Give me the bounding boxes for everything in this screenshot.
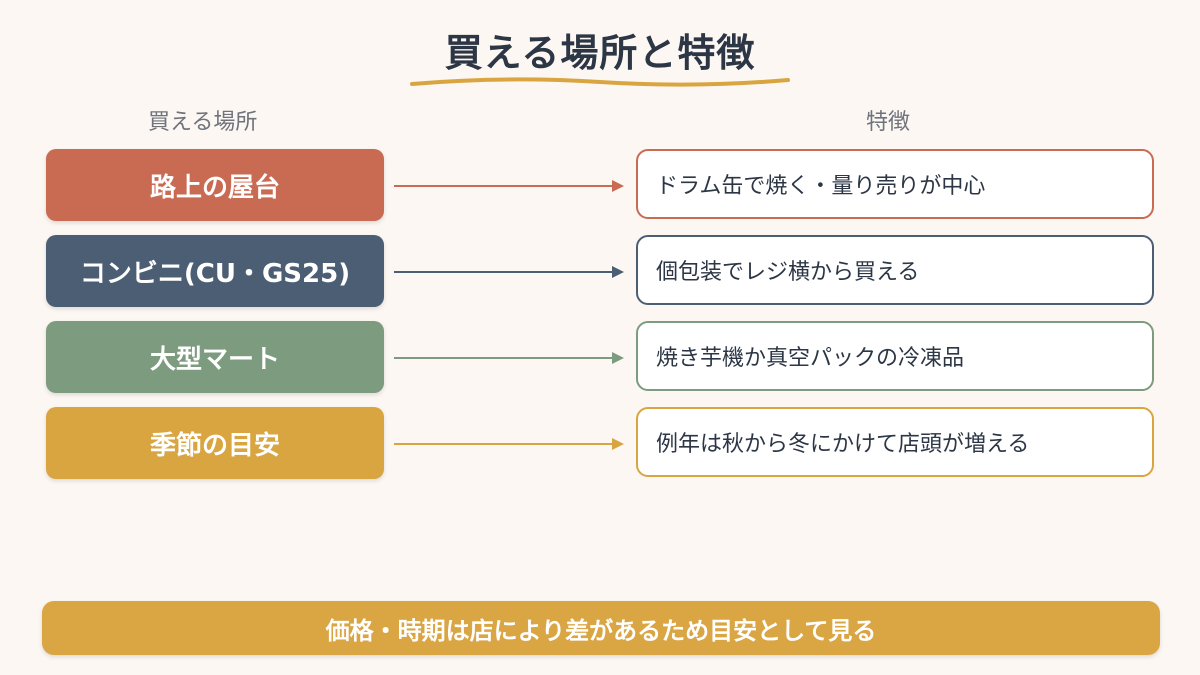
- row-convenience-store: コンビニ(CU・GS25) 個包装でレジ横から買える: [0, 235, 1200, 309]
- row-season: 季節の目安 例年は秋から冬にかけて店頭が増える: [0, 407, 1200, 481]
- column-header-place: 買える場所: [148, 110, 258, 135]
- place-box: コンビニ(CU・GS25): [46, 235, 384, 307]
- place-box: 大型マート: [46, 321, 384, 393]
- place-box: 路上の屋台: [46, 149, 384, 221]
- feature-box: 例年は秋から冬にかけて店頭が増える: [636, 407, 1154, 477]
- feature-box: ドラム缶で焼く・量り売りが中心: [636, 149, 1154, 219]
- arrow: [394, 352, 624, 364]
- arrow: [394, 180, 624, 192]
- page-title: 買える場所と特徴: [444, 31, 756, 75]
- feature-box: 焼き芋機か真空パックの冷凍品: [636, 321, 1154, 391]
- title-underline: [410, 77, 790, 87]
- row-street-stall: 路上の屋台 ドラム缶で焼く・量り売りが中心: [0, 149, 1200, 223]
- place-box: 季節の目安: [46, 407, 384, 479]
- arrow: [394, 266, 624, 278]
- row-big-mart: 大型マート 焼き芋機か真空パックの冷凍品: [0, 321, 1200, 395]
- column-header-feature: 特徴: [866, 110, 911, 135]
- feature-box: 個包装でレジ横から買える: [636, 235, 1154, 305]
- arrow: [394, 438, 624, 450]
- footer-note: 価格・時期は店により差があるため目安として見る: [42, 601, 1160, 655]
